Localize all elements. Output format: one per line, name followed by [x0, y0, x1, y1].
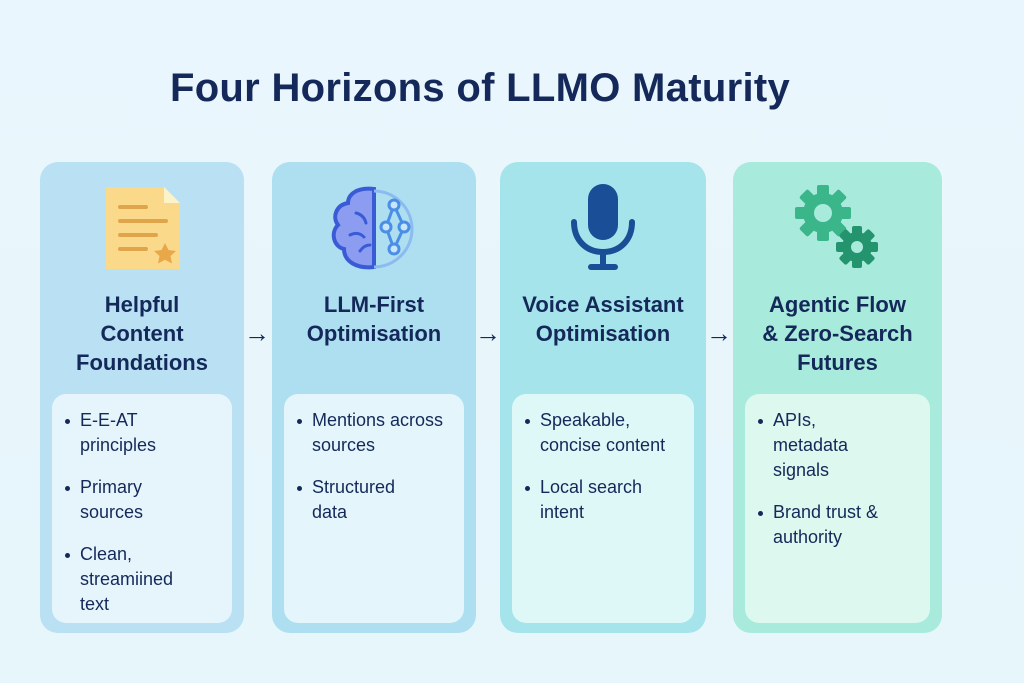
heading-line: Agentic Flow: [769, 292, 906, 317]
arrow-icon: →: [475, 318, 501, 348]
stage-heading: Voice Assistant Optimisation: [500, 290, 706, 348]
bullet-item: Primary sources: [65, 475, 180, 525]
heading-line: Foundations: [76, 350, 208, 375]
heading-line: LLM-First: [323, 292, 425, 317]
stage-card-agentic-flow: Agentic Flow & Zero-Search Futures APIs,…: [733, 162, 942, 633]
heading-line: Helpful: [104, 292, 180, 317]
bullet-item: Structured data: [297, 475, 422, 525]
bullet-panel: Speakable, concise content Local search …: [512, 394, 694, 623]
bullet-item: Speakable, concise content: [525, 408, 695, 458]
stage-heading: LLM-First Optimisation: [272, 290, 476, 348]
heading-line: Voice Assistant: [522, 292, 684, 317]
bullet-item: Clean, streamiined text: [65, 542, 200, 617]
stage-card-helpful-content: Helpful Content Foundations E-E-AT princ…: [40, 162, 244, 633]
arrow-icon: →: [706, 318, 732, 348]
heading-line: Optimisation: [306, 321, 442, 346]
bullet-panel: APIs, metadata signals Brand trust & aut…: [745, 394, 930, 623]
stage-card-voice-assistant: Voice Assistant Optimisation Speakable, …: [500, 162, 706, 633]
heading-line: Optimisation: [535, 321, 671, 346]
bullet-item: Mentions across sources: [297, 408, 457, 458]
bullet-panel: E-E-AT principles Primary sources Clean,…: [52, 394, 232, 623]
bullet-item: Local search intent: [525, 475, 670, 525]
arrow-icon: →: [244, 318, 270, 348]
bullet-item: E-E-AT principles: [65, 408, 190, 458]
stage-heading: Agentic Flow & Zero-Search Futures: [733, 290, 942, 377]
bullet-item: Brand trust & authority: [758, 500, 903, 550]
stage-heading: Helpful Content Foundations: [40, 290, 244, 377]
stage-card-llm-first: LLM-First Optimisation Mentions across s…: [272, 162, 476, 633]
bullet-panel: Mentions across sources Structured data: [284, 394, 464, 623]
heading-line: Content: [100, 321, 184, 346]
heading-line: & Zero-Search: [762, 321, 913, 346]
document-star-icon: [40, 180, 244, 275]
microphone-icon: [500, 180, 706, 275]
heading-line: Futures: [797, 350, 878, 375]
brain-network-icon: [272, 180, 476, 275]
gears-icon: [733, 180, 942, 275]
bullet-item: APIs, metadata signals: [758, 408, 873, 483]
page-title: Four Horizons of LLMO Maturity: [169, 66, 791, 110]
